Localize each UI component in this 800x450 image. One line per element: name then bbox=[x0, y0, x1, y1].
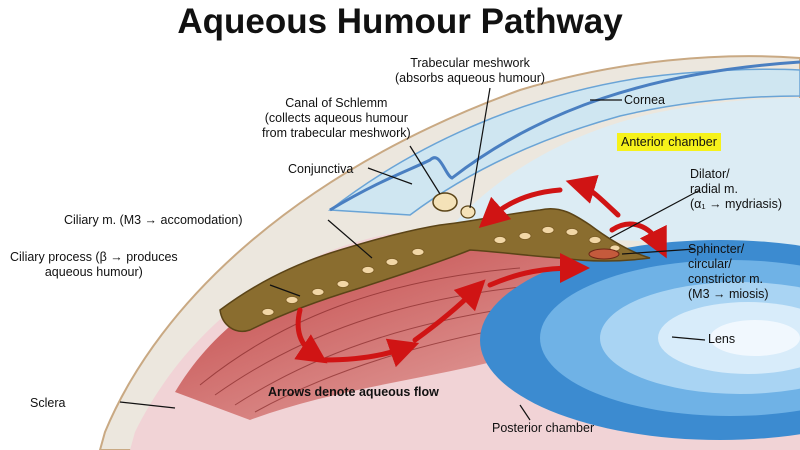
cornea-region bbox=[327, 68, 800, 216]
label-canal-of-schlemm: Canal of Schlemm (collects aqueous humou… bbox=[262, 96, 411, 140]
label-cornea: Cornea bbox=[624, 93, 665, 107]
label-lens: Lens bbox=[708, 332, 736, 346]
aqueous-flow-arrows bbox=[294, 174, 667, 368]
label-conjunctiva: Conjunctiva bbox=[288, 162, 354, 176]
label-sclera: Sclera bbox=[30, 396, 66, 410]
label-posterior-chamber: Posterior chamber bbox=[492, 421, 595, 435]
label-anterior-chamber: Anterior chamber bbox=[617, 133, 721, 151]
label-sphincter: Sphincter/ circular/ constrictor m. (M3 … bbox=[688, 242, 769, 301]
label-trabecular-meshwork: Trabecular meshwork (absorbs aqueous hum… bbox=[395, 56, 546, 85]
canal-of-schlemm-shape bbox=[432, 192, 458, 212]
trabecular-meshwork-shape bbox=[460, 205, 476, 219]
label-dilator: Dilator/ radial m. (α₁ → mydriasis) bbox=[690, 167, 782, 211]
conjunctiva-line bbox=[329, 60, 800, 212]
label-ciliary-muscle: Ciliary m. (M3 → accomodation) bbox=[64, 213, 243, 227]
label-ciliary-process: Ciliary process (β → produces aqueous hu… bbox=[10, 250, 178, 279]
label-arrows-note: Arrows denote aqueous flow bbox=[268, 385, 439, 399]
page-title: Aqueous Humour Pathway bbox=[177, 2, 623, 41]
sphincter-shape bbox=[588, 248, 620, 260]
